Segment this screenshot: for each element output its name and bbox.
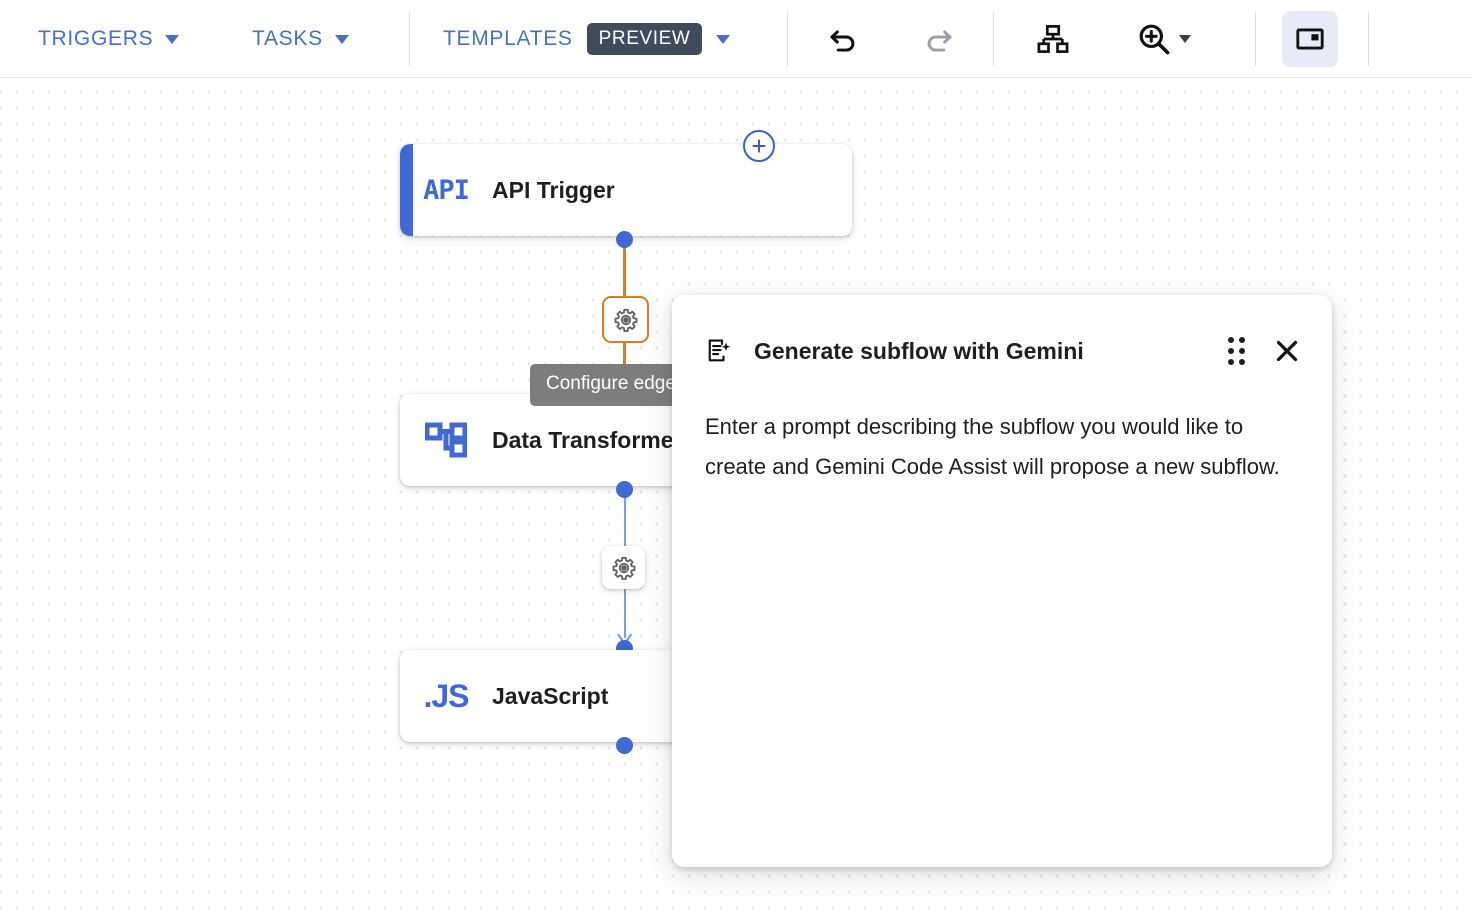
toggle-panel-button[interactable]	[1282, 11, 1338, 67]
panel-title: Generate subflow with Gemini	[754, 337, 1084, 364]
preview-badge: PREVIEW	[586, 23, 703, 55]
plus-icon	[752, 139, 766, 153]
panel-header: Generate subflow with Gemini	[672, 295, 1332, 407]
add-node-button[interactable]	[743, 130, 775, 162]
undo-button[interactable]	[815, 11, 871, 67]
close-icon	[1276, 340, 1298, 362]
close-button[interactable]	[1272, 336, 1302, 366]
generate-subflow-panel: Generate subflow with Gemini Enter a pro…	[672, 295, 1332, 867]
api-icon: API	[423, 174, 470, 206]
node-api-trigger[interactable]: API API Trigger	[400, 144, 852, 236]
node-port-out[interactable]	[616, 231, 633, 248]
configure-edge-button-2[interactable]	[602, 546, 645, 589]
gear-icon	[614, 308, 637, 332]
menu-tasks[interactable]: TASKS	[252, 0, 349, 78]
toolbar-divider	[409, 12, 410, 66]
menu-templates[interactable]: TEMPLATES PREVIEW	[443, 0, 731, 78]
menu-tasks-label: TASKS	[252, 27, 323, 50]
menu-triggers-label: TRIGGERS	[38, 27, 154, 50]
toolbar-divider	[787, 12, 788, 66]
drag-handle-icon[interactable]	[1228, 336, 1246, 366]
node-title: Data Transformer	[492, 426, 683, 453]
panel-description: Enter a prompt describing the subflow yo…	[705, 414, 1280, 479]
panel-layout-icon	[1296, 28, 1324, 50]
node-accent-bar	[400, 144, 413, 236]
hierarchy-icon	[1037, 25, 1069, 53]
menu-templates-label: TEMPLATES	[443, 27, 573, 50]
undo-icon	[830, 30, 855, 52]
document-sparkle-icon	[708, 339, 731, 362]
top-toolbar: TRIGGERS TASKS TEMPLATES PREVIEW	[0, 0, 1472, 78]
node-title: JavaScript	[492, 682, 609, 709]
toolbar-divider	[1368, 12, 1369, 66]
auto-layout-button[interactable]	[1025, 11, 1081, 67]
toolbar-divider	[1255, 12, 1256, 66]
edge-line-2	[623, 490, 626, 562]
gear-icon	[612, 556, 635, 580]
chevron-down-icon	[716, 34, 731, 44]
redo-button[interactable]	[911, 11, 967, 67]
edge-line-1	[623, 240, 626, 311]
data-transformer-icon	[400, 421, 492, 459]
node-port-out[interactable]	[616, 737, 633, 754]
toolbar-divider	[993, 12, 994, 66]
chevron-down-icon	[334, 34, 349, 44]
chevron-down-icon	[165, 34, 180, 44]
zoom-button[interactable]	[1135, 11, 1191, 67]
node-port-out[interactable]	[616, 481, 633, 498]
javascript-icon: .JS	[423, 677, 469, 714]
zoom-in-icon	[1139, 24, 1170, 55]
chevron-down-icon	[1179, 35, 1191, 43]
tooltip-configure-edge: Configure edge	[530, 364, 692, 406]
node-title: API Trigger	[492, 176, 615, 203]
configure-edge-button-1[interactable]	[602, 296, 649, 343]
edge-line-2b	[623, 586, 626, 638]
redo-icon	[927, 30, 952, 52]
menu-triggers[interactable]: TRIGGERS	[38, 0, 180, 78]
